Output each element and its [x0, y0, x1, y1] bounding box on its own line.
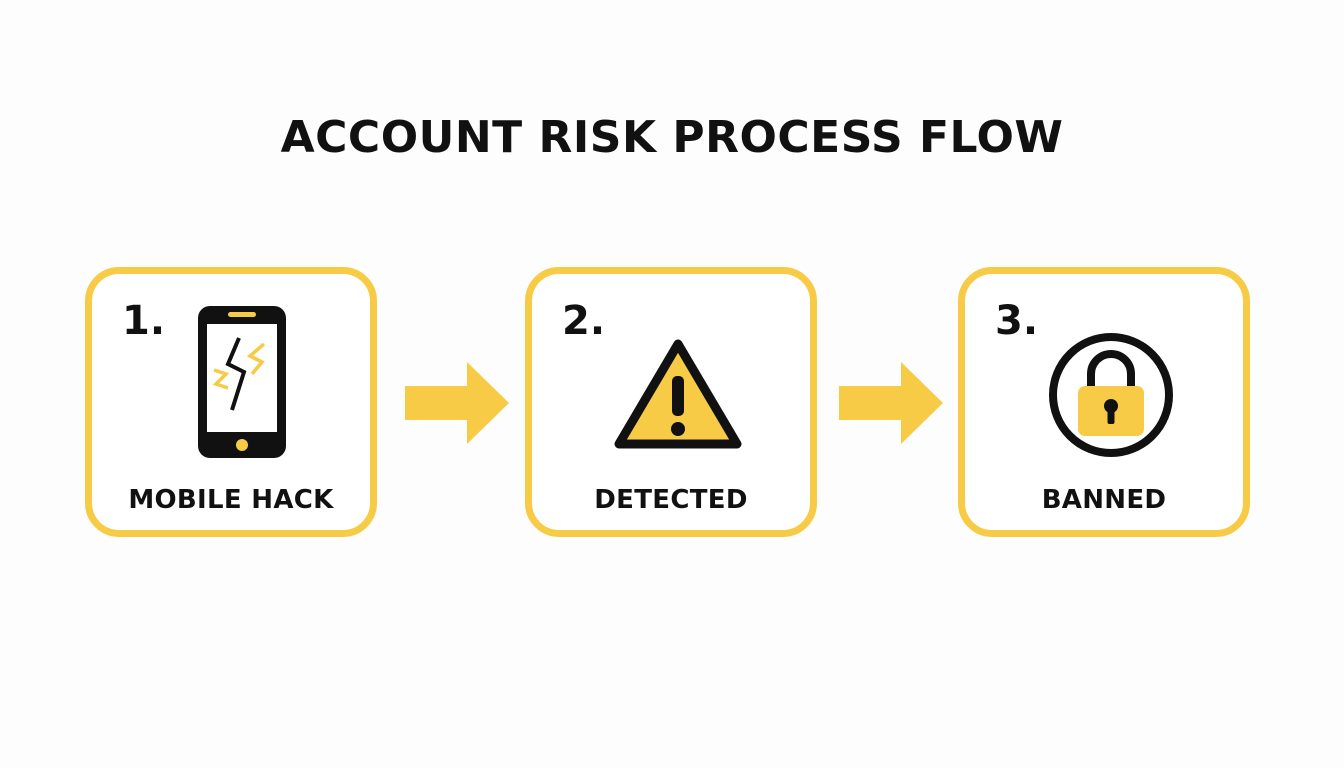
step-number: 3. [995, 298, 1039, 344]
diagram-title: ACCOUNT RISK PROCESS FLOW [280, 112, 1064, 163]
flow-arrow-icon [839, 362, 945, 448]
cracked-phone-icon [192, 302, 292, 466]
step-mobile-hack: 1. MOBILE HACK [85, 267, 377, 537]
flow-arrow-icon [405, 362, 511, 448]
step-label: DETECTED [594, 485, 748, 515]
step-number: 2. [562, 298, 606, 344]
warning-icon [613, 336, 743, 458]
step-detected: 2. DETECTED [525, 267, 817, 537]
lock-icon [1046, 330, 1176, 464]
step-banned: 3. BANNED [958, 267, 1250, 537]
step-number: 1. [122, 298, 166, 344]
step-label: BANNED [1041, 485, 1167, 515]
step-label: MOBILE HACK [128, 485, 334, 515]
